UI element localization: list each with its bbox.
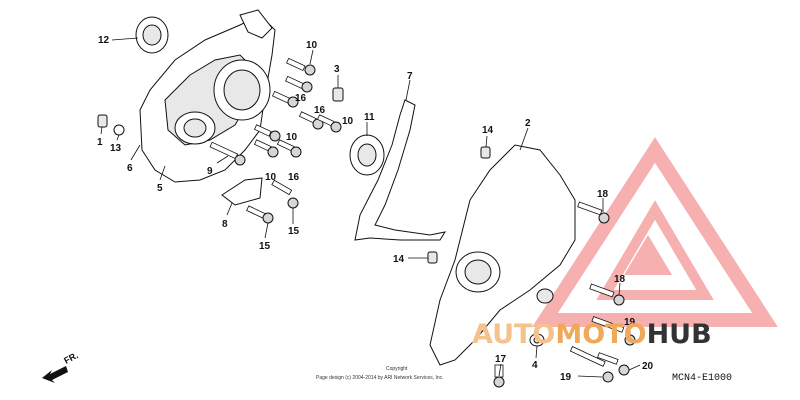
diagram-code: MCN4-E1000	[672, 373, 732, 384]
bolt-10-a	[286, 57, 316, 76]
o-ring-13	[113, 124, 125, 136]
callout-11: 11	[364, 112, 375, 123]
bolt-19-upper	[591, 316, 636, 346]
callout-16-b: 16	[314, 105, 326, 116]
dowel-pin-1	[97, 114, 108, 128]
bolt-9	[209, 141, 246, 166]
callout-15-right: 15	[288, 226, 300, 237]
callout-16-c: 16	[288, 172, 300, 183]
callout-20: 20	[642, 361, 654, 372]
dowel-pin-3	[332, 87, 344, 102]
callout-17: 17	[495, 354, 507, 365]
bolt-10-e	[253, 139, 279, 158]
automotohub-watermark-text: AUTOMOTOHUB	[472, 319, 712, 350]
callout-10-c: 10	[342, 116, 354, 127]
callout-3: 3	[334, 64, 340, 75]
callout-10-b: 10	[286, 132, 298, 143]
bolt-10-c	[316, 114, 342, 133]
front-cover-2	[429, 144, 576, 366]
rear-cover-assembly	[139, 9, 276, 183]
bolt-10-b	[272, 90, 299, 108]
front-direction-indicator: FR.	[42, 350, 80, 383]
front-arrow-icon	[42, 366, 68, 383]
bolt-16-c	[276, 139, 302, 158]
watermark-part-hub: HUB	[647, 319, 712, 350]
copyright-line-1: Copyright	[386, 366, 408, 372]
callout-19-upper: 19	[624, 317, 636, 328]
callout-12: 12	[98, 35, 110, 46]
bolt-10-d	[253, 124, 281, 142]
callout-5: 5	[157, 183, 163, 194]
bolt-18-upper	[577, 201, 610, 224]
oil-seal-12	[135, 16, 169, 54]
callout-8: 8	[222, 219, 228, 230]
callout-7: 7	[407, 71, 413, 82]
automotohub-logo-triangle	[532, 137, 778, 327]
callout-1: 1	[97, 137, 103, 148]
callout-18-upper: 18	[597, 189, 609, 200]
callout-14-lower: 14	[393, 254, 405, 265]
gasket-7	[354, 99, 447, 241]
callout-18-lower: 18	[614, 274, 626, 285]
callout-10-a: 10	[306, 40, 318, 51]
bolt-16-a	[285, 75, 313, 93]
watermark-part-moto: MOTO	[555, 319, 646, 350]
callout-2: 2	[525, 118, 531, 129]
leader-lines	[100, 37, 641, 378]
bracket-8	[221, 177, 263, 206]
callout-9: 9	[207, 166, 213, 177]
dowel-pin-14-upper	[480, 146, 491, 159]
washer-4	[529, 333, 545, 347]
direction-label: FR.	[62, 350, 79, 366]
callout-14-upper: 14	[482, 125, 494, 136]
bolt-15-lower	[246, 205, 274, 224]
dowel-pin-14-lower	[427, 251, 438, 264]
callout-labels: 1 2 3 4 5 6 7 8 9 10 10 10 10 11 12 13 1…	[97, 35, 654, 383]
watermark-part-auto: AUTO	[472, 319, 555, 350]
callout-4: 4	[532, 360, 538, 371]
callout-15-left: 15	[259, 241, 271, 252]
copyright-line-2: Page design (c) 2004-2014 by ARI Network…	[316, 375, 444, 381]
copyright-notice: Copyright Page design (c) 2004-2014 by A…	[316, 366, 444, 381]
callout-19-lower: 19	[560, 372, 572, 383]
bolt-17	[493, 364, 505, 388]
bolt-20	[597, 352, 630, 376]
bolt-15-upper	[271, 179, 299, 209]
bolt-19-lower	[569, 346, 614, 383]
callout-6: 6	[127, 163, 133, 174]
callout-16-a: 16	[295, 93, 307, 104]
callout-10-d: 10	[265, 172, 277, 183]
callout-13: 13	[110, 143, 122, 154]
oil-seal-11	[349, 134, 385, 176]
